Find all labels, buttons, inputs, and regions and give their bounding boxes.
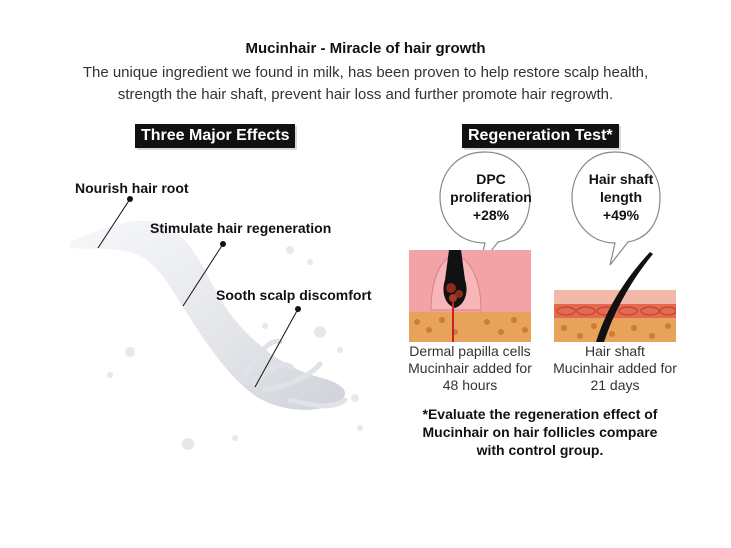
bubble-left: DPC proliferation +28% xyxy=(442,164,540,230)
pointer-dot-nourish xyxy=(127,196,133,202)
milk-droplet xyxy=(314,326,326,338)
skin-surface-layer xyxy=(554,290,676,304)
skin-orange-layer xyxy=(554,318,676,342)
milk-droplet xyxy=(357,425,363,431)
effect-nourish-label: Nourish hair root xyxy=(75,180,189,196)
speech-bubbles xyxy=(439,151,661,266)
milk-droplet xyxy=(232,435,238,441)
milk-droplet xyxy=(307,259,313,265)
milk-droplet xyxy=(182,438,194,450)
footnote-line1: *Evaluate the regeneration effect of xyxy=(422,406,658,422)
regeneration-footnote: *Evaluate the regeneration effect of Muc… xyxy=(395,405,685,459)
papilla-cell xyxy=(449,294,457,302)
dermal-papilla-image xyxy=(409,250,531,342)
pointer-line-sooth xyxy=(254,308,299,388)
milk-droplet xyxy=(262,323,268,329)
pointer-line-nourish xyxy=(97,198,131,249)
intro-line-2: strength the hair shaft, prevent hair lo… xyxy=(117,86,614,103)
bubble-right-value: +49% xyxy=(602,207,640,223)
footnote-line2: Mucinhair on hair follicles compare xyxy=(422,424,658,440)
milk-droplet xyxy=(337,347,343,353)
bubble-left-line2: proliferation xyxy=(450,189,532,205)
effects-heading: Three Major Effects xyxy=(135,124,296,148)
papilla-cell xyxy=(455,290,463,298)
hair-shaft-image xyxy=(554,252,676,342)
milk-droplet xyxy=(107,372,113,378)
bubble-right-line2: length xyxy=(600,189,642,205)
caption-left: Dermal papilla cells Mucinhair added for… xyxy=(395,343,545,394)
bubble-left-line1: DPC xyxy=(476,171,506,187)
caption-left-line1: Dermal papilla cells xyxy=(409,343,531,359)
caption-right-line3: 21 days xyxy=(590,377,640,393)
milk-droplet xyxy=(125,347,135,357)
caption-left-line2: Mucinhair added for xyxy=(408,360,532,376)
milk-droplet xyxy=(286,246,294,254)
intro-line-1: The unique ingredient we found in milk, … xyxy=(82,64,649,81)
footnote-line3: with control group. xyxy=(476,442,604,458)
caption-left-line3: 48 hours xyxy=(442,377,498,393)
caption-right: Hair shaft Mucinhair added for 21 days xyxy=(540,343,690,394)
regeneration-heading: Regeneration Test* xyxy=(462,124,619,148)
milk-splash-illustration xyxy=(70,220,363,450)
bubble-right-line1: Hair shaft xyxy=(588,171,654,187)
pointer-dot-sooth xyxy=(295,306,301,312)
bubble-right-shape xyxy=(571,151,661,266)
papilla-cell xyxy=(446,283,456,293)
milk-splash-arms xyxy=(242,338,348,409)
hair-shaft xyxy=(596,252,653,342)
pointer-line-stimulate xyxy=(182,243,224,307)
milk-stream xyxy=(70,220,346,410)
caption-right-line1: Hair shaft xyxy=(585,343,645,359)
bubble-right: Hair shaft length +49% xyxy=(572,164,670,230)
tissue-orange-layer xyxy=(409,312,531,342)
pointer-dot-stimulate xyxy=(220,241,226,247)
bubble-left-value: +28% xyxy=(472,207,510,223)
caption-right-line2: Mucinhair added for xyxy=(553,360,677,376)
page-title: Mucinhair - Miracle of hair growth xyxy=(245,40,486,57)
intro-text: The unique ingredient we found in milk, … xyxy=(40,62,691,106)
effect-sooth-label: Sooth scalp discomfort xyxy=(216,287,372,303)
effect-stimulate-label: Stimulate hair regeneration xyxy=(150,220,332,236)
milk-droplet xyxy=(351,394,359,402)
